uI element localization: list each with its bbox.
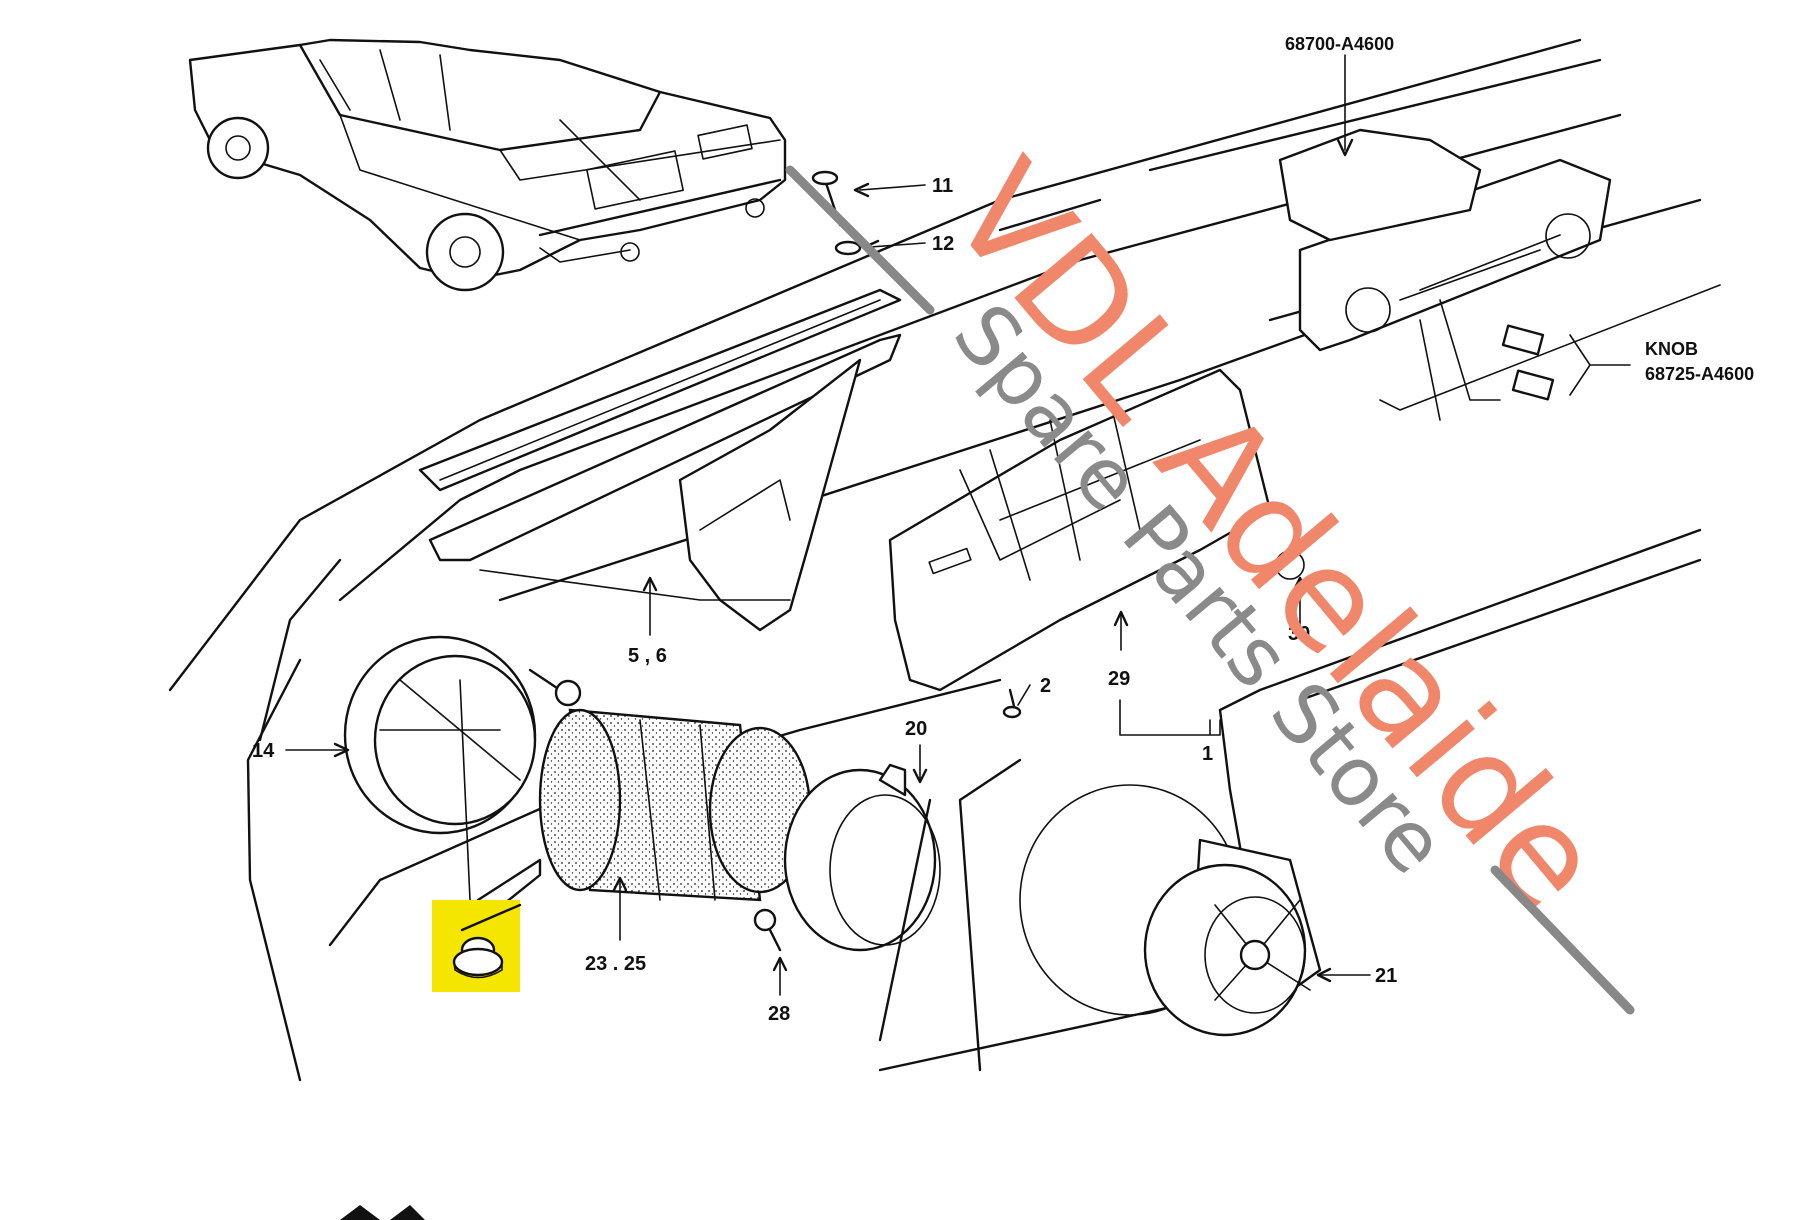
callout-14: 14: [252, 740, 275, 762]
highlighted-part: [432, 900, 522, 992]
callout-23-25: 23 . 25: [585, 953, 646, 975]
knob-part-number: 68725-A4600: [1645, 364, 1754, 384]
callout-21: 21: [1375, 965, 1397, 987]
knob-label: KNOB: [1645, 339, 1698, 359]
callout-28: 28: [768, 1003, 790, 1025]
air-hose: [538, 708, 812, 902]
callout-5-6: 5 , 6: [628, 645, 667, 667]
callout-12: 12: [932, 233, 954, 255]
screws: [528, 170, 1022, 952]
heater-control-unit: [1278, 128, 1612, 421]
center-vent: [1019, 784, 1322, 1037]
car-illustration: [188, 38, 787, 292]
trim-moulding: [428, 333, 902, 632]
side-vent-assembly: [343, 635, 542, 917]
cropped-fragment: [340, 1205, 425, 1220]
callout-2: 2: [1040, 675, 1051, 697]
watermark-stroke-bottom: [1490, 865, 1635, 1015]
leader-arrows: [285, 54, 1631, 996]
glove-box-lid: [888, 368, 1305, 692]
callout-1: 1: [1202, 743, 1213, 765]
callout-20: 20: [905, 718, 927, 740]
top-part-number: 68700-A4600: [1285, 34, 1394, 54]
duct-ring: [783, 763, 941, 1042]
watermark-stroke-top: [785, 165, 935, 315]
callout-29: 29: [1108, 668, 1130, 690]
callout-11: 11: [932, 175, 953, 197]
callout-labels: 68700-A4600 KNOB 68725-A4600 11 12 5 , 6…: [252, 34, 1754, 1025]
callout-30: 30: [1288, 623, 1310, 645]
